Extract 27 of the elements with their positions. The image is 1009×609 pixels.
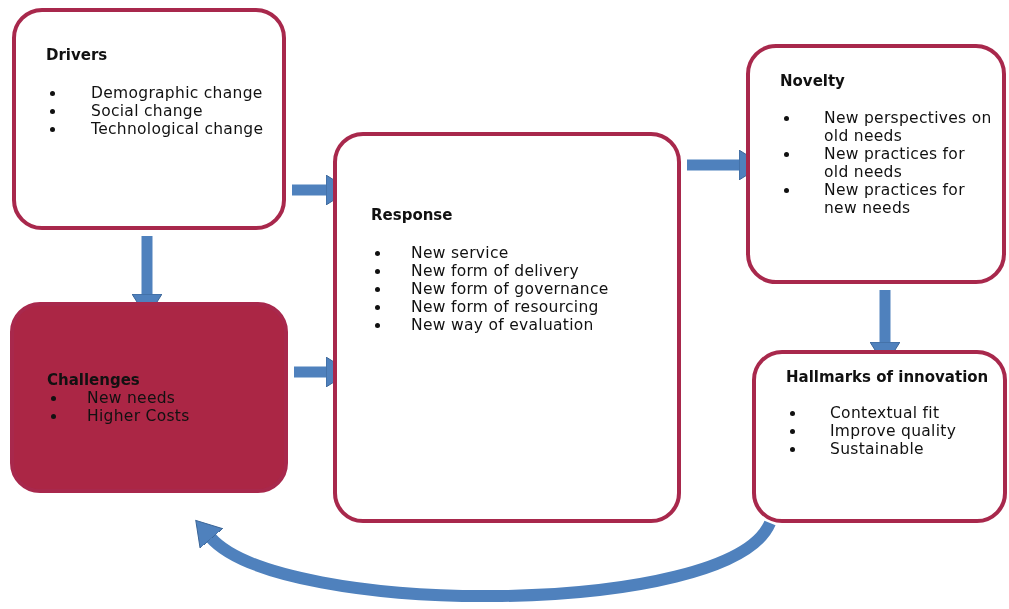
bullet-item: Higher Costs <box>47 406 270 425</box>
bullet-item: Demographic change <box>46 84 268 102</box>
bullet-item: Contextual fit <box>786 404 995 422</box>
bullet-item: Technological change <box>46 120 268 138</box>
rounded-box <box>752 350 1007 523</box>
box-heading: Challenges <box>47 370 141 389</box>
rounded-box <box>12 8 286 230</box>
bullet-item: New needs <box>47 388 270 407</box>
box-heading: Novelty <box>780 72 846 90</box>
box-heading: Drivers <box>46 46 109 64</box>
filled-box <box>10 302 288 493</box>
box-heading: Response <box>371 206 454 224</box>
bullet-item: Sustainable <box>786 440 995 458</box>
bullet-item: New practices for new needs <box>780 181 994 217</box>
bullet-item: Improve quality <box>786 422 995 440</box>
block-arrow <box>192 519 775 602</box>
bullet-item: New perspectives on old needs <box>780 109 994 145</box>
bullet-item: New way of evaluation <box>371 316 667 334</box>
bullet-item: New form of resourcing <box>371 298 667 316</box>
box-heading: Hallmarks of innovation <box>786 368 990 386</box>
bullet-item: New form of governance <box>371 280 667 298</box>
rounded-box <box>333 132 681 523</box>
bullet-item: New practices for old needs <box>780 145 994 181</box>
bullet-item: New service <box>371 244 667 262</box>
bullet-item: New form of delivery <box>371 262 667 280</box>
bullet-item: Social change <box>46 102 268 120</box>
rounded-box <box>746 44 1006 284</box>
